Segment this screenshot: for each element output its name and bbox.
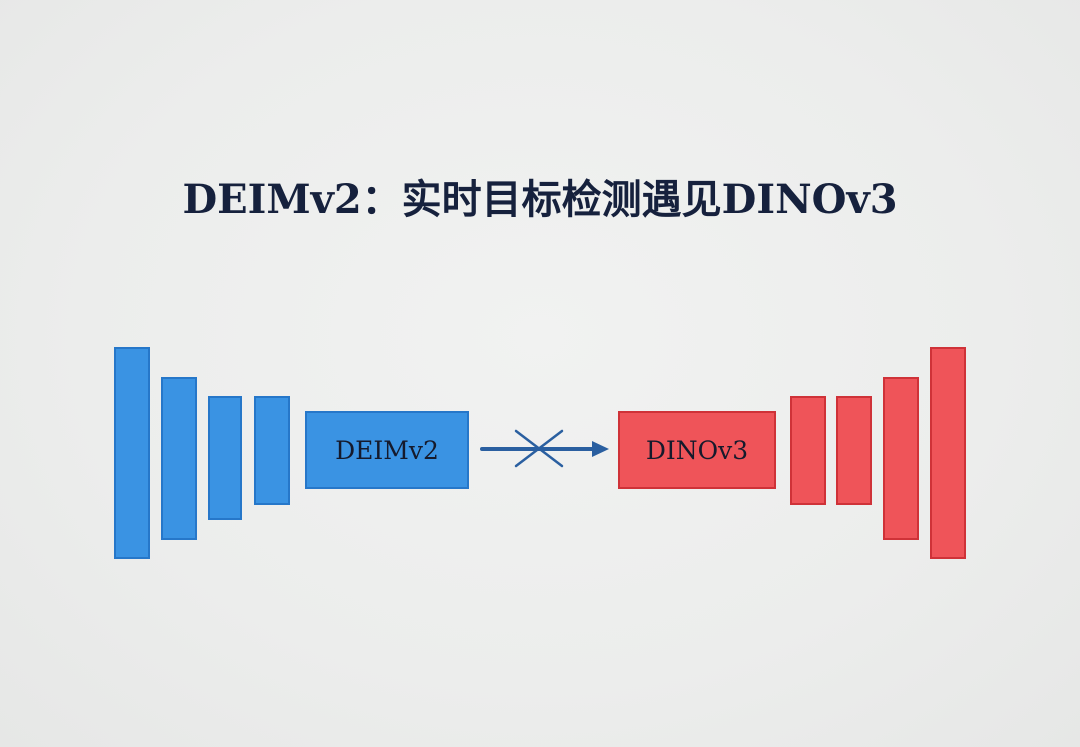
left-model-label: DEIMv2 bbox=[335, 435, 439, 465]
left-layer-bar-3 bbox=[208, 396, 242, 520]
left-layer-bar-1 bbox=[114, 347, 150, 559]
right-model-label: DINOv3 bbox=[645, 435, 749, 465]
right-model-box: DINOv3 bbox=[618, 411, 776, 489]
left-layer-bar-4 bbox=[254, 396, 290, 505]
arrow-with-cross-icon bbox=[480, 429, 609, 468]
left-model-box: DEIMv2 bbox=[305, 411, 469, 489]
right-layer-bar-2 bbox=[836, 396, 872, 505]
right-layer-bar-4 bbox=[930, 347, 966, 559]
left-layer-bar-2 bbox=[161, 377, 197, 540]
right-layer-bar-1 bbox=[790, 396, 826, 505]
diagram-title: DEIMv2：实时目标检测遇见DINOv3 bbox=[182, 176, 898, 223]
right-layer-bar-3 bbox=[883, 377, 919, 540]
